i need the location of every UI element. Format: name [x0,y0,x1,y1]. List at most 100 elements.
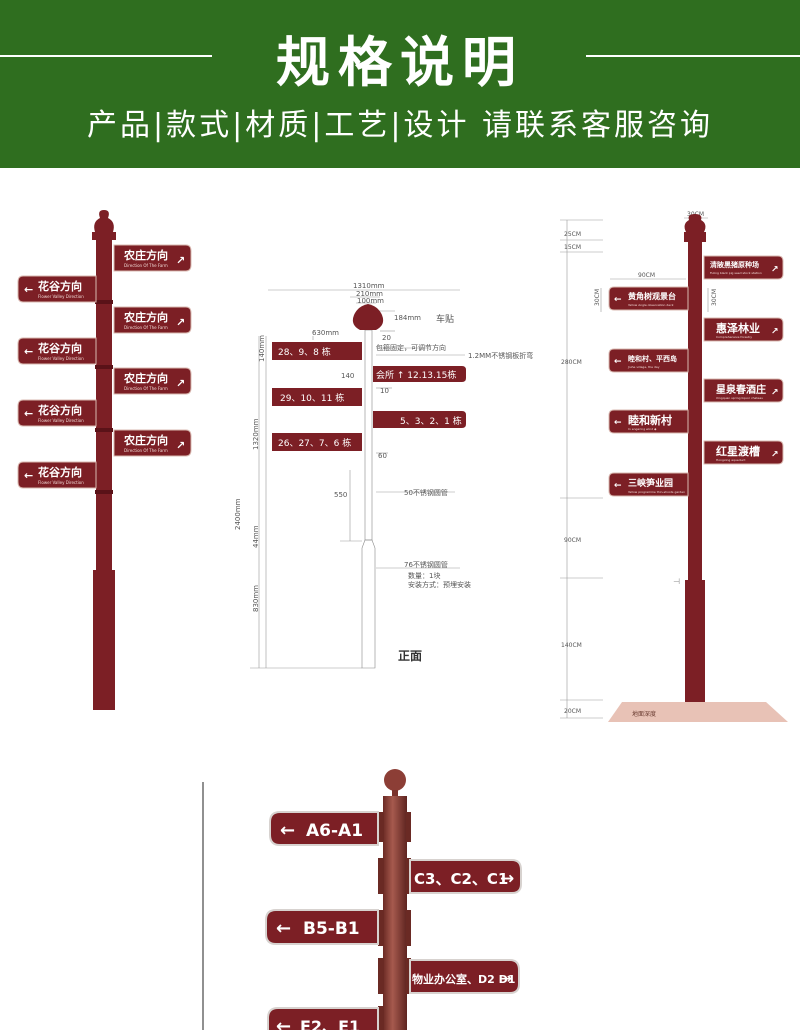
flower-sign-label: 花谷方向 [38,465,82,479]
flower-sign-sub: Flower Valley Direction [38,418,84,423]
sign-3-l4-label: 三峡笋业园 [628,477,673,489]
signpost-flower-farm: 农庄方向 Direction Of The Farm ↗ 农庄方向 Direct… [17,210,192,710]
scale-25: 25CM [564,231,581,238]
arrow-right-icon: ↗ [771,388,779,398]
photo-sign-c: C3、C2、C1 → [409,859,522,894]
sign-3-r1-label: 清陂黑猪原种场 [710,260,759,269]
note-steel: 1.2MM不锈钢板折弯 [468,351,533,360]
farm-sign-label: 农庄方向 [123,371,168,385]
flower-sign-sub: Flower Valley Direction [38,480,84,485]
ground-base [608,702,788,722]
arrow-left-icon: ← [276,1016,291,1030]
drawing-sign-5 [272,433,362,451]
scale-20: 20CM [564,708,581,715]
sign-3-l3: ← 睦和新村 In engaring wind ◆ [608,409,689,434]
arrow-left-icon: ← [280,820,295,841]
photo-sign-d-label: 物业办公室、D2 D1 [412,972,515,986]
drawing-sign-4 [373,411,466,428]
arrow-left-icon: ← [24,283,33,296]
dim-630: 630mm [312,329,339,337]
pole-cap-3 [684,232,706,242]
scale-90: 90CM [564,537,581,544]
pole-cap [92,232,116,240]
dim-20: 20 [382,334,391,342]
photo-pole-ball [384,769,406,791]
drawing-sign-2-label: 会所 ↑ 12.13.15栋 [376,369,456,381]
dim-44: 44mm [252,525,260,548]
arrow-left-icon: ← [614,295,622,305]
drawing-labels: 1310mm 210mm 100mm 184mm 车贴 630mm 20 包箍固… [234,282,533,663]
farm-sign-label: 农庄方向 [123,433,168,447]
photo-sign-e-label: E2、E1 [300,1017,360,1030]
ground-label: 地面深度 [632,710,656,718]
photo-sign-c-label: C3、C2、C1 [414,870,508,888]
arrow-right-icon: ↗ [176,439,185,452]
pole-finial [94,210,114,232]
photo-section: ← A6-A1 C3、C2、C1 → ← B5-B1 物业办公室、D2 D1 →… [202,769,522,1030]
note-pipe76: 76不锈钢圆管 [404,560,448,569]
page-title: 规格说明 [276,31,524,94]
scale-140: 140CM [561,642,582,649]
photo-sign-e: ← E2、E1 [267,1007,379,1030]
left-rule [0,55,212,57]
arrow-left-icon: ← [614,357,622,367]
farm-sign: 农庄方向 Direction Of The Farm ↗ [113,244,192,272]
flower-sign: ← 花谷方向 Flower Valley Direction [17,275,97,303]
dim-1320: 1320mm [252,418,260,450]
scale-bar [560,217,709,719]
flower-sign: ← 花谷方向 Flower Valley Direction [17,399,97,427]
farm-sign-label: 农庄方向 [123,310,168,324]
dim-830: 830mm [252,585,260,612]
photo-sign-a-label: A6-A1 [306,821,363,841]
sign-3-l2-sub: Jiuhe village, the day [627,365,660,369]
sign-3-l1: ← 黄角树观景台 Yellow Angle observation deck [608,286,689,311]
sign-3-r3-sub: Xingquan spring liquor chateau [716,396,763,400]
arrow-right-icon: ↗ [176,254,185,267]
flower-sign-label: 花谷方向 [38,403,82,417]
left-signs-3: ← 黄角树观景台 Yellow Angle observation deck ←… [608,286,689,497]
drawing-sign-1 [272,342,362,360]
dim-60: 60 [378,452,387,460]
farm-sign-sub: Direction Of The Farm [124,263,168,268]
arrow-left-icon: ← [24,469,33,482]
sign-3-l3-sub: In engaring wind ◆ [628,427,657,431]
farm-sign-sub: Direction Of The Farm [124,448,168,453]
sign-3-l4: ← 三峡笋业园 Yellow programme thin-shoots gar… [608,472,689,497]
arrow-left-icon: ← [614,418,622,428]
sign-3-l4-sub: Yellow programme thin-shoots garden [628,490,685,494]
sign-3-r2: 惠泽林业 Comprehensive forestry ↗ [703,317,784,342]
dim-100: 100mm [357,297,384,305]
sign-3-r3: 星泉春酒庄 Xingquan spring liquor chateau ↗ [703,378,784,403]
photo-sign-b-label: B5-B1 [303,919,360,939]
arrow-left-icon: ← [24,345,33,358]
pole-base-3 [685,580,705,702]
drawing-sign-2 [373,366,466,382]
page-subtitle: 产品|款式|材质|工艺|设计 请联系客服咨询 [87,108,713,143]
farm-sign: 农庄方向 Direction Of The Farm ↗ [113,429,192,457]
sign-3-l2-label: 睦和村、平西岛 [628,354,677,363]
sign-3-r1-sub: Fuling black pig seed stock station [710,271,762,275]
note-fixed: 包箍固定，可调节方向 [376,343,446,352]
arrow-right-icon: ↗ [176,377,185,390]
pole-finial-3 [684,214,706,232]
flower-sign: ← 花谷方向 Flower Valley Direction [17,337,97,365]
dim-90: 90CM [638,272,655,279]
sign-3-r4-sub: Hongxing aqueduct [716,458,746,462]
note-qty: 数量：1块 [408,571,440,580]
farm-sign: 农庄方向 Direction Of The Farm ↗ [113,306,192,334]
pole-upper-3 [688,242,702,580]
farm-sign-sub: Direction Of The Farm [124,386,168,391]
sign-3-l1-label: 黄角树观景台 [628,291,676,301]
dim-140mm: 140mm [258,335,266,362]
dim-550: 550 [334,491,347,499]
arrow-right-icon: ↗ [771,327,779,337]
pole-upper [96,240,112,570]
farm-sign-label: 农庄方向 [123,248,168,262]
note-pipe50: 50不锈钢圆管 [404,488,448,497]
drawing-sign-4-label: 5、3、2、1 栋 [400,415,462,427]
arrow-right-icon: → [500,869,514,889]
flower-sign-sub: Flower Valley Direction [38,294,84,299]
arrow-left-icon: ← [614,481,622,491]
technical-drawing [250,289,465,669]
